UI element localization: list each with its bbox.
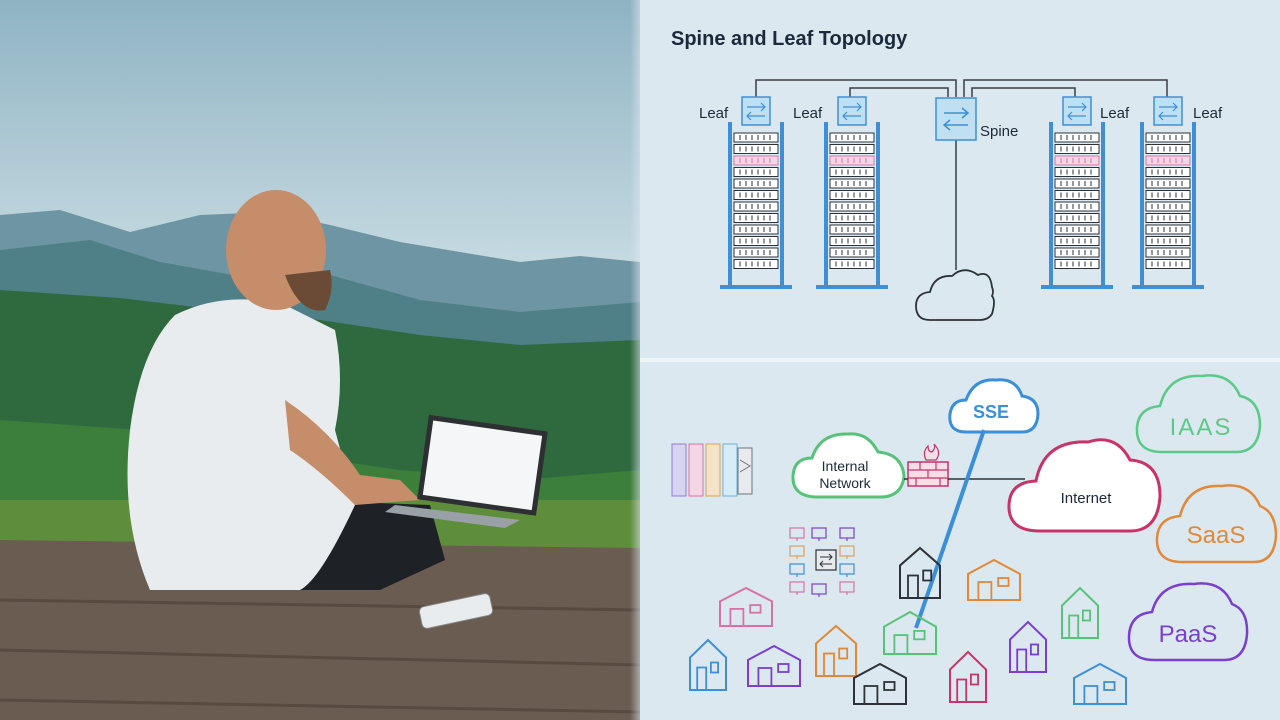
saas-label: SaaS xyxy=(1187,522,1246,549)
uplink-wires xyxy=(755,79,1168,270)
house-icon xyxy=(949,650,987,703)
houses xyxy=(689,546,1127,705)
sse-connection xyxy=(914,429,986,629)
saas-cloud-icon xyxy=(1155,484,1278,564)
person-shirt xyxy=(127,299,355,590)
spine-switch-icon xyxy=(935,97,977,141)
paas-cloud-icon xyxy=(1127,582,1249,662)
leaf-switch-icon xyxy=(1062,96,1092,126)
core-cloud-icon xyxy=(915,269,995,321)
house-icon xyxy=(1061,586,1099,639)
paas-label: PaaS xyxy=(1159,621,1218,648)
leaf-label-2: Leaf xyxy=(793,105,823,122)
house-icon xyxy=(883,610,937,655)
person-arm xyxy=(285,400,420,505)
iaas-cloud-icon xyxy=(1135,374,1262,454)
leaf-switch-icon xyxy=(1153,96,1183,126)
firewall-icon xyxy=(907,443,949,487)
internal-network-label-2: Network xyxy=(819,475,871,491)
house-icon xyxy=(747,644,801,687)
leaf-label-3: Leaf xyxy=(1100,105,1130,122)
house-icon xyxy=(967,558,1021,601)
leaf-label-1: Leaf xyxy=(699,105,729,122)
datacenter-icon xyxy=(671,443,753,497)
iaas-label: IAAS xyxy=(1170,414,1233,441)
rack-icon xyxy=(720,122,792,289)
internal-network-label-1: Internal xyxy=(822,458,869,474)
rock-texture xyxy=(0,598,640,714)
leaf-switch-icon xyxy=(837,96,867,126)
topology-title: Spine and Leaf Topology xyxy=(671,28,908,50)
house-icon xyxy=(899,546,941,599)
house-icon xyxy=(1073,662,1127,705)
phone-icon xyxy=(418,593,494,629)
internal-network-cloud-icon xyxy=(791,432,906,499)
leaf-switch-icon xyxy=(741,96,771,126)
laptop-base xyxy=(385,505,520,528)
house-icon xyxy=(689,638,727,691)
laptop-icon xyxy=(417,414,548,516)
house-icon xyxy=(853,662,907,705)
house-icon xyxy=(1009,620,1047,673)
person-beard xyxy=(285,270,332,311)
rack-icon xyxy=(816,122,888,289)
diagram-panel: Spine and Leaf Topology Leaf Leaf Leaf L… xyxy=(640,0,1280,720)
racks xyxy=(720,96,1204,289)
spine-label: Spine xyxy=(980,123,1018,140)
sse-label: SSE xyxy=(973,402,1009,422)
device-cluster-icon xyxy=(789,527,855,597)
house-icon xyxy=(815,624,857,677)
house-icon xyxy=(719,586,773,627)
rack-icon xyxy=(1132,122,1204,289)
photo-man-with-laptop xyxy=(0,0,640,720)
internet-label: Internet xyxy=(1061,490,1113,507)
rack-icon xyxy=(1041,122,1113,289)
sse-cloud-icon xyxy=(948,378,1040,434)
leaf-label-4: Leaf xyxy=(1193,105,1223,122)
spine-leaf-diagram: Leaf Leaf Leaf Leaf Spine Internal Netwo… xyxy=(640,79,1280,705)
internet-cloud-icon xyxy=(1007,438,1162,533)
